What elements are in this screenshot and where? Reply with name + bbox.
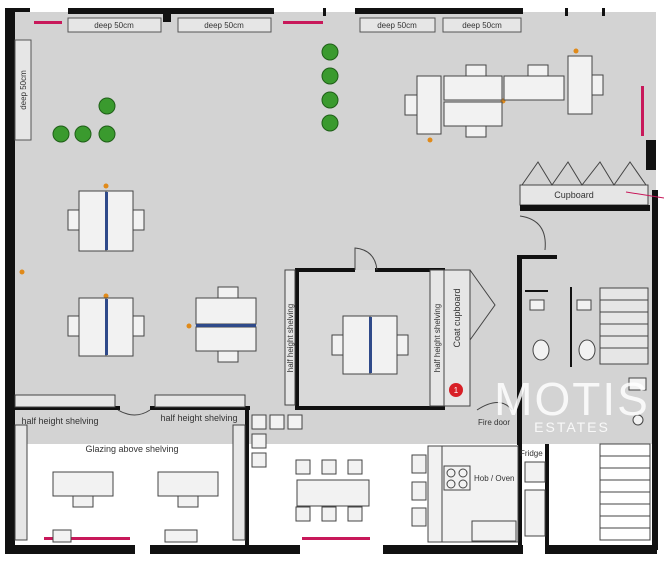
- desk-divider-1: [105, 192, 108, 250]
- desk-cluster-1: [67, 190, 145, 252]
- plants: [52, 43, 339, 143]
- lower-door-swing: [117, 409, 151, 416]
- shelf-label-1: deep 50cm: [94, 21, 134, 30]
- shelf-label-left: deep 50cm: [19, 70, 28, 110]
- meeting-room-walls: [295, 268, 445, 410]
- watermark-brand: MOTIS: [494, 373, 650, 425]
- watermark-logo: MOTIS ESTATES: [494, 373, 650, 435]
- dining-table: [295, 459, 370, 522]
- hob-icon: [446, 468, 468, 489]
- fridge-label: Fridge: [520, 449, 543, 458]
- shelving-label-vertical-2: half height shelving: [433, 304, 442, 373]
- partition-walls: [15, 406, 549, 545]
- desk-cluster-2: [67, 297, 145, 357]
- lower-left-desks: [52, 471, 219, 543]
- coat-cupboard-doors: [469, 269, 496, 341]
- fire-extinguisher-number: 1: [454, 386, 459, 395]
- watermark-sub: ESTATES: [534, 419, 610, 435]
- shelf-label-4: deep 50cm: [462, 21, 502, 30]
- lounge-seats: [251, 414, 303, 468]
- half-height-label-1: half height shelving: [21, 416, 98, 426]
- desk-cluster-top-right: [404, 55, 604, 138]
- fire-door-label: Fire door: [478, 418, 510, 427]
- cupboard-area: [519, 161, 650, 211]
- outer-walls: [5, 8, 658, 554]
- shelf-label-2: deep 50cm: [204, 21, 244, 30]
- meeting-room-door: [354, 247, 378, 271]
- coat-cupboard-label: Coat cupboard: [452, 288, 462, 347]
- desk-divider-2: [105, 299, 108, 355]
- cupboard-arrow: [625, 191, 664, 199]
- cupboard-label: Cupboard: [554, 190, 594, 200]
- wall-shelves: [14, 17, 522, 141]
- lower-shelving: [14, 394, 246, 541]
- glazing-marks: [34, 21, 644, 540]
- desk-cluster-3: [195, 286, 257, 363]
- fire-door-swing: [476, 402, 513, 411]
- glazing-label: Glazing above shelving: [85, 444, 178, 454]
- desk-divider-3: [196, 324, 256, 327]
- stairs: [599, 443, 651, 541]
- shelf-label-3: deep 50cm: [377, 21, 417, 30]
- meeting-desk-divider: [369, 317, 372, 373]
- wc-block: [517, 215, 649, 445]
- hob-oven-label: Hob / Oven: [474, 474, 514, 483]
- shelving-label-vertical-1: half height shelving: [286, 304, 295, 373]
- half-height-label-2: half height shelving: [160, 413, 237, 423]
- fire-extinguisher-icon: [449, 383, 463, 397]
